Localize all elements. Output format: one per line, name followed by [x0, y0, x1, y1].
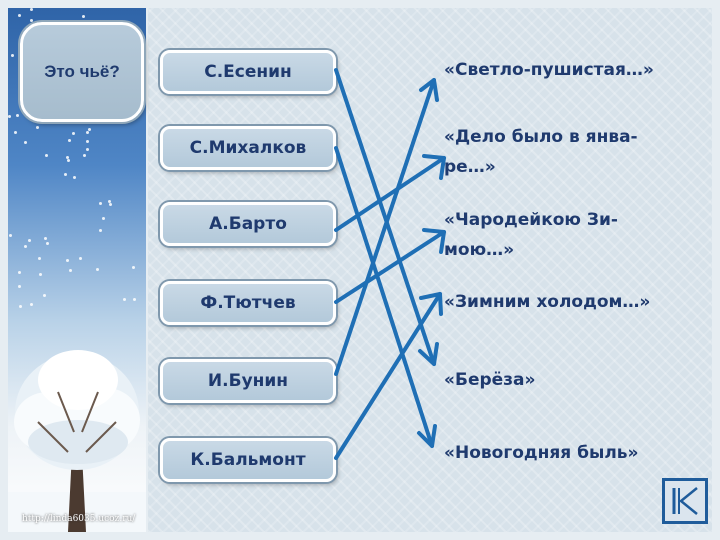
snowflake	[72, 132, 75, 135]
snowflake	[30, 19, 33, 22]
author-button-balmont[interactable]: К.Бальмонт	[160, 438, 336, 482]
snowflake	[133, 298, 136, 301]
snowflake	[28, 239, 31, 242]
snowflake	[19, 305, 22, 308]
snowflake	[83, 154, 86, 157]
snowy-tree-image	[8, 350, 146, 532]
snowflake	[66, 259, 69, 262]
snowflake	[88, 128, 91, 131]
poem-label-beryoza[interactable]: «Берёза»	[444, 365, 704, 395]
author-button-tyutchev[interactable]: Ф.Тютчев	[160, 281, 336, 325]
snowflake	[86, 131, 89, 134]
snowflake	[99, 202, 102, 205]
snowflake	[99, 229, 102, 232]
snowflake	[123, 298, 126, 301]
snowflake	[82, 15, 85, 18]
snowflake	[39, 273, 42, 276]
snowflake	[43, 294, 46, 297]
poem-label-svetlo-pushistaya[interactable]: «Светло-пушистая…»	[444, 55, 704, 85]
poem-line: ре…»	[444, 157, 496, 177]
snowflake	[73, 176, 76, 179]
author-button-bunin[interactable]: И.Бунин	[160, 359, 336, 403]
snowflake	[102, 217, 105, 220]
snowflake	[24, 245, 27, 248]
author-button-yesenin[interactable]: С.Есенин	[160, 50, 336, 94]
snowflake	[44, 237, 47, 240]
snowflake	[36, 126, 39, 129]
snowflake	[66, 156, 69, 159]
author-button-mikhalkov[interactable]: С.Михалков	[160, 126, 336, 170]
question-card: Это чьё?	[20, 22, 144, 122]
snowflake	[67, 159, 70, 162]
poem-line: «Чародейкою Зи-	[444, 210, 618, 230]
snowflake	[86, 140, 89, 143]
author-button-barto[interactable]: А.Барто	[160, 202, 336, 246]
poem-label-charodeykoyu-zimoyu[interactable]: «Чародейкою Зи- мою…»	[444, 205, 704, 265]
question-title: Это чьё?	[44, 62, 120, 81]
snowflake	[46, 242, 49, 245]
snowflake	[30, 303, 33, 306]
snowflake	[38, 257, 41, 260]
return-to-start-icon	[672, 487, 698, 515]
snowflake	[86, 148, 89, 151]
snowflake	[16, 114, 19, 117]
snowflake	[24, 141, 27, 144]
poem-label-novogodnyaya-byl[interactable]: «Новогодняя быль»	[444, 438, 704, 468]
poem-line: «Новогодняя быль»	[444, 443, 639, 463]
snowflake	[68, 139, 71, 142]
snowflake	[18, 285, 21, 288]
snowflake	[11, 54, 14, 57]
source-credit: http://linda6035.ucoz.ru/	[22, 514, 136, 524]
snowflake	[9, 234, 12, 237]
poem-line: «Зимним холодом…»	[444, 292, 651, 312]
poem-line: «Дело было в янва-	[444, 127, 638, 147]
return-to-start-button[interactable]	[662, 478, 708, 524]
snowflake	[30, 8, 33, 11]
snowflake	[109, 203, 112, 206]
snowflake	[45, 154, 48, 157]
snowflake	[108, 200, 111, 203]
poem-line: «Берёза»	[444, 370, 536, 390]
snowflake	[14, 131, 17, 134]
snowflake	[132, 266, 135, 269]
snowflake	[8, 115, 11, 118]
poem-label-zimnim-holodom[interactable]: «Зимним холодом…»	[444, 287, 704, 317]
snowflake	[79, 257, 82, 260]
poem-line: мою…»	[444, 240, 515, 260]
snowflake	[69, 269, 72, 272]
snowflake	[18, 271, 21, 274]
snowflake	[96, 268, 99, 271]
snowflake	[64, 173, 67, 176]
snowflake	[18, 14, 21, 17]
poem-line: «Светло-пушистая…»	[444, 60, 654, 80]
poem-label-delo-bylo[interactable]: «Дело было в янва- ре…»	[444, 122, 704, 182]
